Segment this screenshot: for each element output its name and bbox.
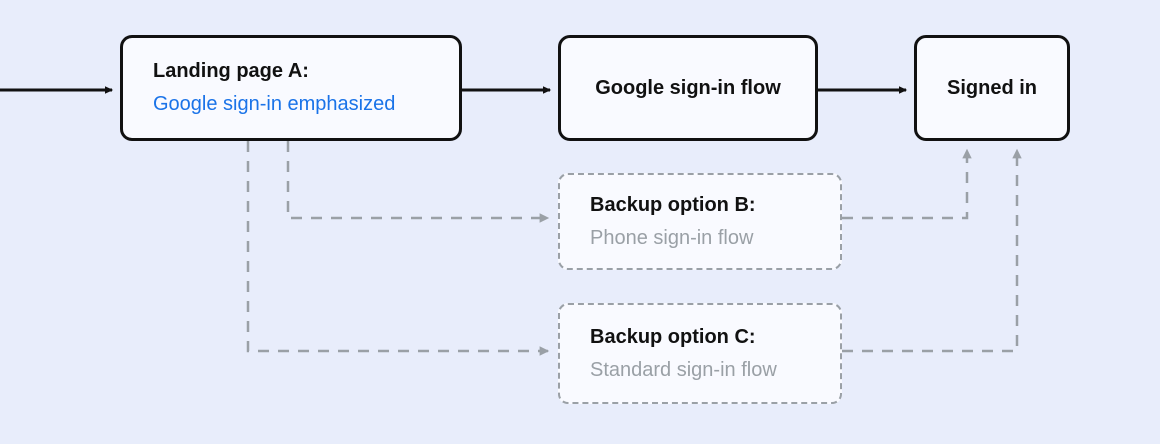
edge-landing-to-backup-b — [286, 141, 550, 223]
node-landing-page-a[interactable]: Landing page A: Google sign-in emphasize… — [120, 35, 462, 141]
node-google-sign-in-flow[interactable]: Google sign-in flow — [558, 35, 818, 141]
node-backup-option-c[interactable]: Backup option C: Standard sign-in flow — [558, 303, 842, 404]
node-backup-option-b-subtitle: Phone sign-in flow — [590, 226, 754, 249]
node-signed-in-title: Signed in — [947, 76, 1037, 99]
node-signed-in[interactable]: Signed in — [914, 35, 1070, 141]
node-backup-option-c-title: Backup option C: — [590, 325, 756, 348]
node-landing-page-a-subtitle: Google sign-in emphasized — [153, 93, 396, 115]
node-backup-option-c-subtitle: Standard sign-in flow — [590, 358, 777, 381]
edge-backup-b-to-signedin — [842, 148, 972, 220]
node-landing-page-a-title: Landing page A: — [153, 60, 309, 82]
node-backup-option-b-title: Backup option B: — [590, 193, 756, 216]
edge-backup-c-to-signedin — [842, 148, 1022, 353]
node-google-sign-in-flow-title: Google sign-in flow — [595, 76, 781, 99]
node-backup-option-b[interactable]: Backup option B: Phone sign-in flow — [558, 173, 842, 270]
edge-landing-to-backup-c — [246, 141, 550, 356]
